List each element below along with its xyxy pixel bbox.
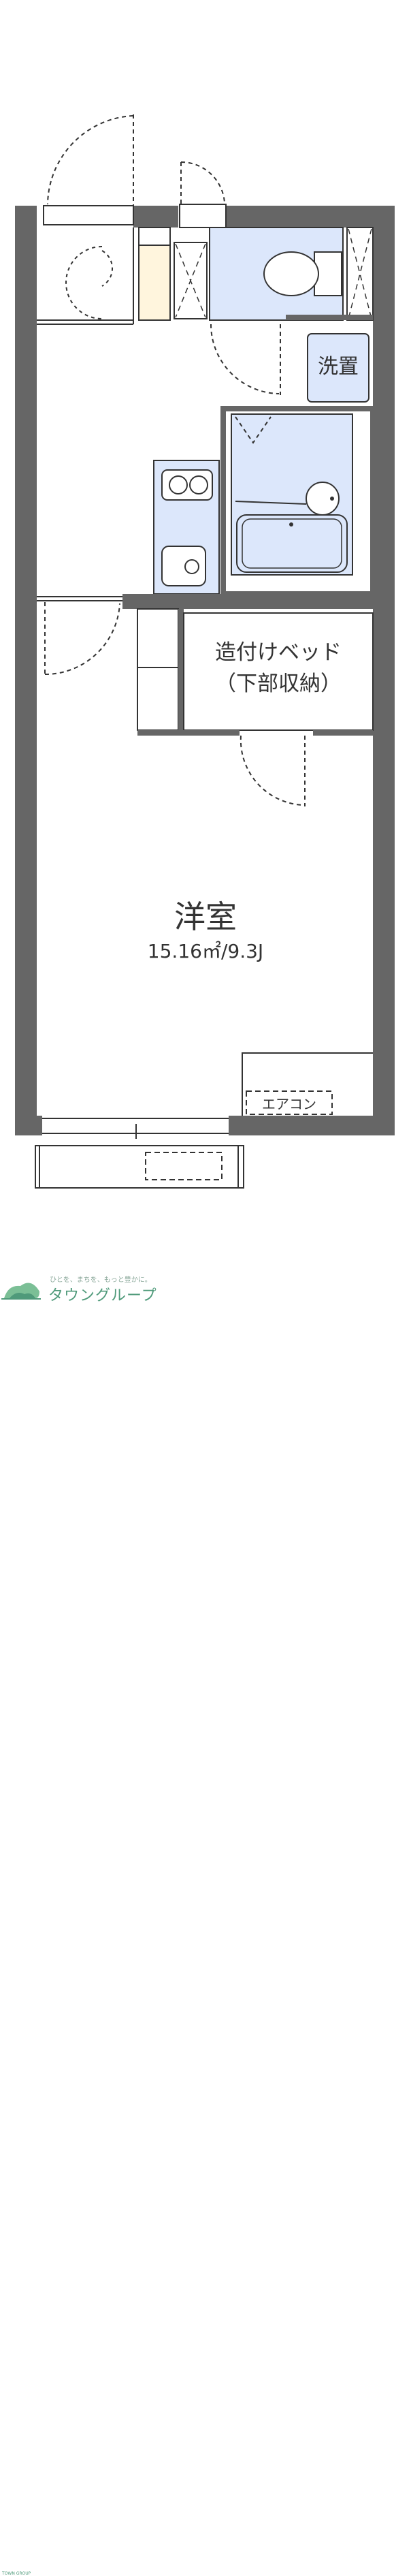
washer-area	[307, 333, 369, 403]
kitchen-sink	[161, 546, 206, 586]
left-wall	[15, 206, 37, 1135]
partition-wall	[122, 594, 373, 609]
toilet-closet-right-cross	[348, 228, 372, 319]
logo-tagline: ひとを、まちを、もっと豊かに。	[50, 1276, 152, 1284]
floor-plan: 洗置 造付けベッド （下部収納）	[15, 114, 395, 1189]
bed-outline	[183, 612, 374, 731]
bed-label-line2: （下部収納）	[215, 672, 342, 696]
washer-label: 洗置	[318, 355, 359, 379]
corridor-door-swing	[44, 603, 120, 676]
main-room-door	[137, 730, 373, 806]
entrance-opening	[43, 205, 134, 225]
top-wall-middle	[133, 206, 178, 227]
burner-right	[189, 475, 208, 494]
exterior-wall	[15, 206, 395, 1135]
toilet-closet-left-cross	[175, 243, 206, 318]
washer-space: 洗置	[307, 333, 369, 403]
corridor-door	[37, 596, 122, 676]
toilet-bowl	[263, 251, 319, 296]
aircon-outline	[242, 1052, 373, 1116]
balcony-outline	[35, 1145, 244, 1189]
bed-wall-right	[313, 730, 373, 736]
top-door	[179, 161, 227, 228]
top-door-swing	[180, 161, 225, 204]
top-wall-right	[226, 206, 395, 227]
kitchen	[153, 460, 220, 595]
vanity-edge	[235, 501, 307, 505]
bed-wall-left	[137, 730, 240, 736]
toilet-room	[174, 227, 374, 395]
shoe-box-top	[138, 227, 171, 246]
bathtub	[236, 514, 348, 573]
bathroom	[220, 406, 376, 597]
aircon-label: エアコン	[262, 1096, 316, 1112]
built-in-bed: 造付けベッド （下部収納）	[183, 612, 374, 731]
main-room-door-swing	[240, 735, 304, 806]
shoe-box-door-swing-1	[65, 246, 103, 319]
entrance-door	[43, 114, 134, 225]
shoe-box-door-swing-2	[101, 250, 114, 287]
toilet-closet-right	[346, 227, 374, 321]
main-room-label: 洋室	[174, 898, 237, 935]
top-door-frame	[179, 204, 227, 228]
closet-box	[137, 608, 179, 731]
balcony	[35, 1118, 244, 1189]
main-room-area: 15.16㎡/9.3J	[148, 940, 263, 962]
toilet-door-swing	[210, 324, 280, 394]
wash-basin-faucet	[330, 497, 334, 501]
tree-logo-icon	[1, 1283, 41, 1300]
bathtub-drain	[289, 522, 293, 527]
aircon-unit	[246, 1090, 333, 1115]
entrance-storage	[37, 227, 171, 325]
bathroom-door-fold	[235, 416, 272, 444]
logo-brand: タウングループ	[48, 1287, 157, 1304]
aircon-area: エアコン	[242, 1052, 373, 1116]
bottom-wall-right	[229, 1116, 395, 1135]
burner-left	[169, 475, 188, 494]
closet	[137, 608, 184, 731]
closet-divider	[178, 609, 184, 730]
bottom-wall-left	[15, 1116, 42, 1135]
entrance-door-swing	[47, 115, 134, 205]
logo-sub: TOWN GROUP	[2, 2571, 31, 2576]
right-wall	[373, 206, 395, 1135]
sink-drain	[184, 559, 199, 574]
bed-label-line1: 造付けベッド	[215, 640, 342, 665]
balcony-outdoor-unit	[145, 1152, 223, 1180]
bathtub-inner	[242, 518, 342, 569]
